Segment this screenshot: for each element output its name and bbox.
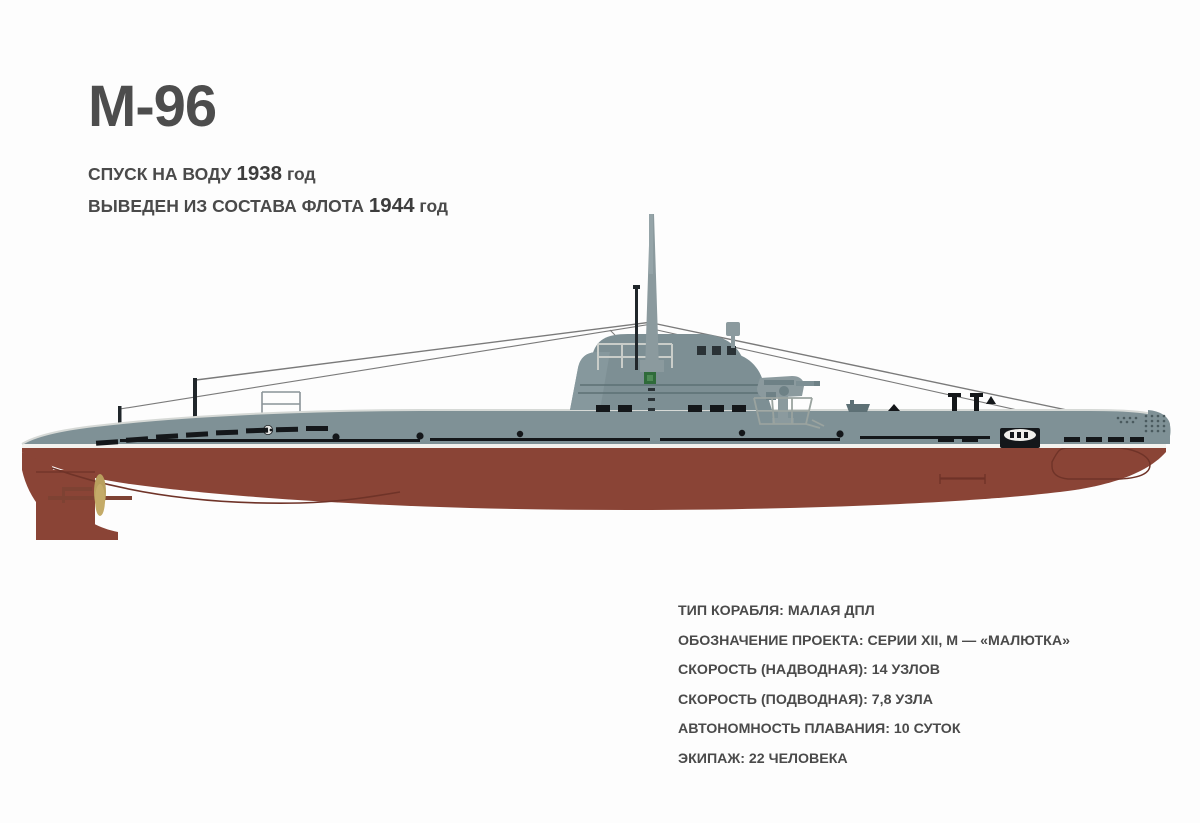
lower-hull-body: [22, 446, 1166, 510]
launch-label: СПУСК НА ВОДУ: [88, 164, 232, 184]
gun-platform-railing: [753, 397, 825, 429]
spec-line-submerged-speed: СКОРОСТЬ (ПОДВОДНАЯ): 7,8 УЗЛА: [678, 691, 933, 708]
conning-tower: [570, 322, 772, 412]
bow-hatch-outline: [1051, 447, 1151, 480]
specs-block: ТИП КОРАБЛЯ: МАЛАЯ ДПЛ ОБОЗНАЧЕНИЕ ПРОЕК…: [678, 597, 1070, 774]
spec-line-endurance: АВТОНОМНОСТЬ ПЛАВАНИЯ: 10 СУТОК: [678, 721, 961, 738]
decommission-year: 1944: [368, 193, 415, 217]
waterline-stripe: [22, 443, 1166, 448]
propeller: [48, 474, 132, 516]
hull-sweep-line: [51, 467, 401, 505]
deck-gun: [757, 376, 820, 424]
bow-deck-vent: [888, 396, 996, 411]
upper-hull: [22, 410, 1171, 444]
rudder: [36, 470, 95, 540]
spec-line-ship-type: ТИП КОРАБЛЯ: МАЛАЯ ДПЛ: [678, 603, 875, 619]
spec-line-project-designation: ОБОЗНАЧЕНИЕ ПРОЕКТА: СЕРИИ XII, М — «МАЛ…: [678, 632, 1070, 649]
decommission-date-line: ВЫВЕДЕН ИЗ СОСТАВА ФЛОТА 1944 год: [88, 190, 448, 222]
periscope-mast: [640, 214, 664, 372]
deck-top-edge: [21, 409, 1167, 445]
decommission-suffix: год: [419, 195, 449, 216]
spec-line-crew: ЭКИПАЖ: 22 ЧЕЛОВЕКА: [678, 750, 848, 767]
limber-holes-stern: [95, 426, 328, 446]
dates-block: СПУСК НА ВОДУ 1938 год ВЫВЕДЕН ИЗ СОСТАВ…: [88, 158, 448, 222]
launch-suffix: год: [286, 164, 316, 184]
deck-housing-aft: [846, 400, 870, 412]
bow-tip: [1148, 410, 1170, 444]
title-block: М-96 СПУСК НА ВОДУ 1938 год ВЫВЕДЕН ИЗ С…: [88, 78, 448, 222]
antenna-mast: [633, 285, 640, 370]
stern-hull-detail: [939, 474, 986, 484]
page-title: М-96: [88, 74, 217, 139]
launch-date-line: СПУСК НА ВОДУ 1938 год: [88, 158, 448, 190]
anchor-recess: [1000, 428, 1040, 448]
bow-nonskid-panel: [1116, 414, 1166, 433]
bow-bollards: [948, 393, 983, 411]
spec-line-surface-speed: СКОРОСТЬ (НАДВОДНАЯ): 14 УЗЛОВ: [678, 662, 941, 679]
casing-joint-line: [120, 436, 990, 442]
decommission-label: ВЫВЕДЕН ИЗ СОСТАВА ФЛОТА: [88, 195, 365, 216]
launch-year: 1938: [236, 162, 283, 185]
